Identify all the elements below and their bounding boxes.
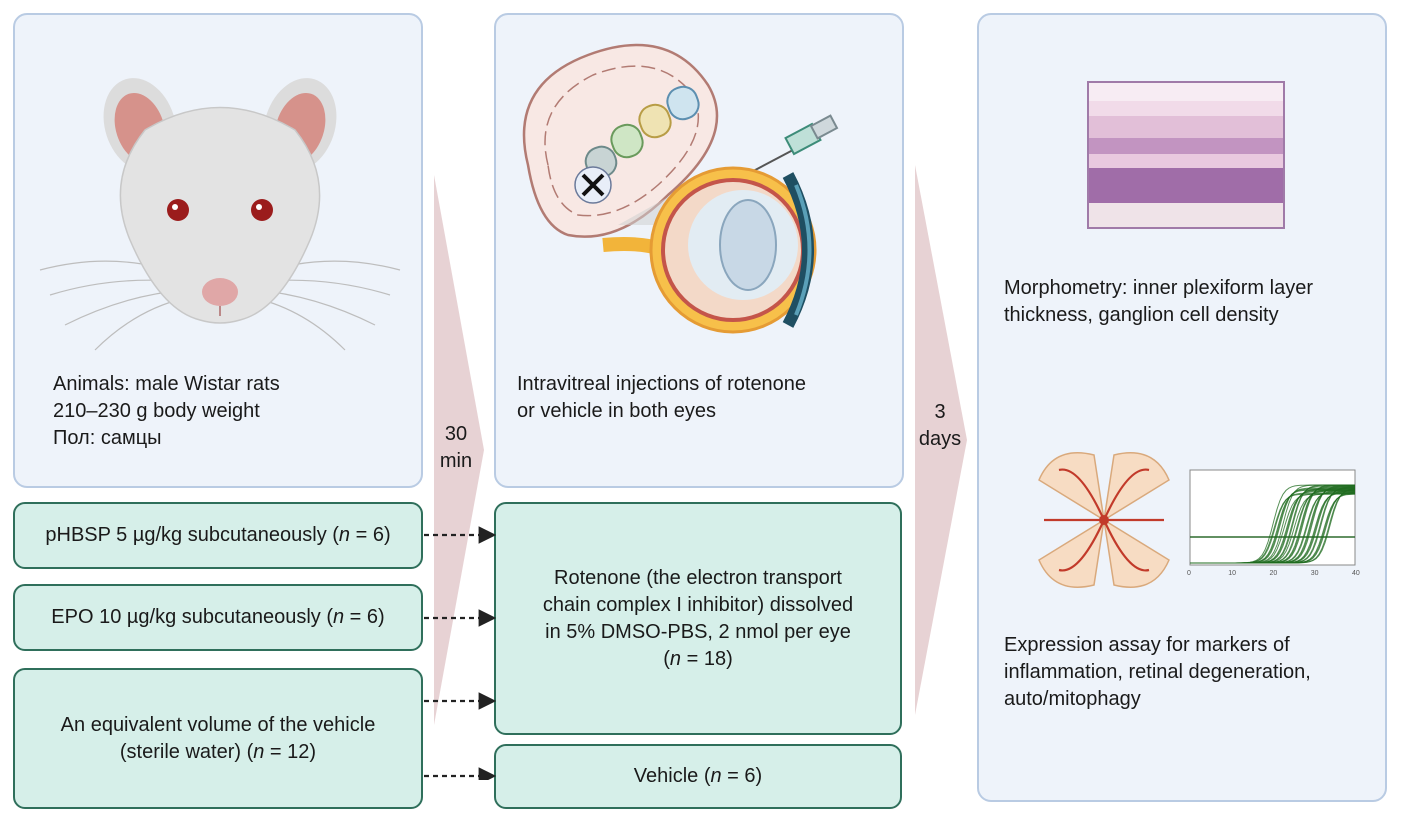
treatment-phbsp-label: pHBSP 5 µg/kg subcutaneously (n = 6) xyxy=(45,524,391,546)
expression-line-3: auto/mitophagy xyxy=(1004,688,1141,710)
animals-line-3: Пол: самцы xyxy=(53,427,162,449)
mitochondrion-eye-illustration xyxy=(522,43,839,334)
connector-arrows xyxy=(424,526,497,780)
plot-x-tick-label: 40 xyxy=(1352,570,1360,577)
outcomes-panel: Morphometry: inner plexiform layer thick… xyxy=(977,13,1387,802)
injection-line-2: or vehicle in both eyes xyxy=(517,400,717,422)
interval-30-min: 30 min xyxy=(426,421,486,475)
plot-x-tick-label: 0 xyxy=(1187,570,1191,577)
timeline-arrow-2 xyxy=(915,165,967,715)
treatment-phbsp-box: pHBSP 5 µg/kg subcutaneously (n = 6) xyxy=(13,502,423,569)
expression-description: Expression assay for markers of inflamma… xyxy=(1004,632,1311,713)
treatment-vehicle-label: An equivalent volume of the vehicle (ste… xyxy=(60,713,376,763)
animals-line-2: 210–230 g body weight xyxy=(53,400,260,422)
timeline-arrow-1 xyxy=(434,175,484,725)
rotenone-group-box: Rotenone (the electron transport chain c… xyxy=(494,502,902,735)
vehicle-group-box: Vehicle (n = 6) xyxy=(494,744,902,809)
morphometry-line-2: thickness, ganglion cell density xyxy=(1004,304,1279,326)
animals-description: Animals: male Wistar rats 210–230 g body… xyxy=(53,371,280,452)
amplification-curve xyxy=(1190,493,1355,564)
animals-panel: Animals: male Wistar rats 210–230 g body… xyxy=(13,13,423,488)
histology-slide-image xyxy=(1087,81,1285,229)
rat-head-icon xyxy=(39,78,401,351)
plot-x-tick-label: 20 xyxy=(1270,570,1278,577)
injection-line-1: Intravitreal injections of rotenone xyxy=(517,373,807,395)
interval-3-days: 3 days xyxy=(910,399,970,453)
interval-2-value: 3 xyxy=(934,401,946,423)
interval-1-unit: min xyxy=(439,450,473,472)
plot-x-tick-label: 30 xyxy=(1311,570,1319,577)
mitochondrion-icon xyxy=(522,43,719,238)
interval-1-value: 30 xyxy=(444,423,468,445)
expression-line-2: inflammation, retinal degeneration, xyxy=(1004,661,1311,683)
rotenone-group-label: Rotenone (the electron transport chain c… xyxy=(542,566,854,670)
injection-panel: Intravitreal injections of rotenone or v… xyxy=(494,13,904,488)
treatment-epo-label: EPO 10 µg/kg subcutaneously (n = 6) xyxy=(51,606,385,628)
retina-flatmount-icon xyxy=(1038,452,1170,588)
injection-description: Intravitreal injections of rotenone or v… xyxy=(517,371,806,425)
treatment-vehicle-box: An equivalent volume of the vehicle (ste… xyxy=(13,668,423,809)
animals-line-1: Animals: male Wistar rats xyxy=(53,373,280,395)
eye-cross-section-icon xyxy=(602,166,817,334)
plot-x-tick-label: 10 xyxy=(1228,570,1236,577)
treatment-epo-box: EPO 10 µg/kg subcutaneously (n = 6) xyxy=(13,584,423,651)
morphometry-description: Morphometry: inner plexiform layer thick… xyxy=(1004,275,1313,329)
amplification-curves xyxy=(1190,484,1356,564)
vehicle-group-label: Vehicle (n = 6) xyxy=(633,765,763,787)
amplification-curve-plot: 0 10 20 30 40 xyxy=(1187,469,1360,577)
plot-x-axis-ticks: 0 10 20 30 40 xyxy=(1187,570,1360,577)
expression-line-1: Expression assay for markers of xyxy=(1004,634,1290,656)
morphometry-line-1: Morphometry: inner plexiform layer xyxy=(1004,277,1313,299)
interval-2-unit: days xyxy=(918,428,962,450)
